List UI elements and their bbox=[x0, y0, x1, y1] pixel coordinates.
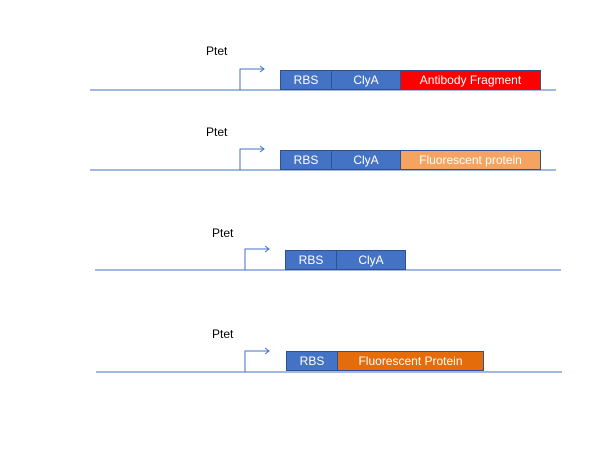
promoter-arrowhead-icon bbox=[259, 145, 265, 153]
promoter-arrowhead-icon bbox=[259, 65, 265, 73]
clya-part: ClyA bbox=[331, 150, 401, 170]
antibody-fragment-part: Antibody Fragment bbox=[400, 70, 541, 90]
rbs-part: RBS bbox=[280, 150, 332, 170]
promoter-label: Ptet bbox=[206, 125, 228, 139]
rbs-part: RBS bbox=[280, 70, 332, 90]
rbs-part: RBS bbox=[285, 250, 337, 270]
promoter-arrow-icon bbox=[244, 350, 269, 372]
clya-part: ClyA bbox=[331, 70, 401, 90]
rbs-part: RBS bbox=[286, 351, 338, 371]
promoter-arrow-icon bbox=[239, 68, 264, 90]
promoter-label: Ptet bbox=[212, 226, 234, 240]
clya-part: ClyA bbox=[336, 250, 406, 270]
promoter-arrowhead-icon bbox=[264, 245, 270, 253]
promoter-label: Ptet bbox=[212, 327, 234, 341]
fluorescent-protein-part: Fluorescent protein bbox=[400, 150, 541, 170]
promoter-arrow-icon bbox=[239, 148, 264, 170]
promoter-arrow-icon bbox=[244, 248, 269, 270]
promoter-arrowhead-icon bbox=[264, 347, 270, 355]
promoter-label: Ptet bbox=[206, 44, 228, 58]
fluorescent-protein-part: Fluorescent Protein bbox=[337, 351, 484, 371]
